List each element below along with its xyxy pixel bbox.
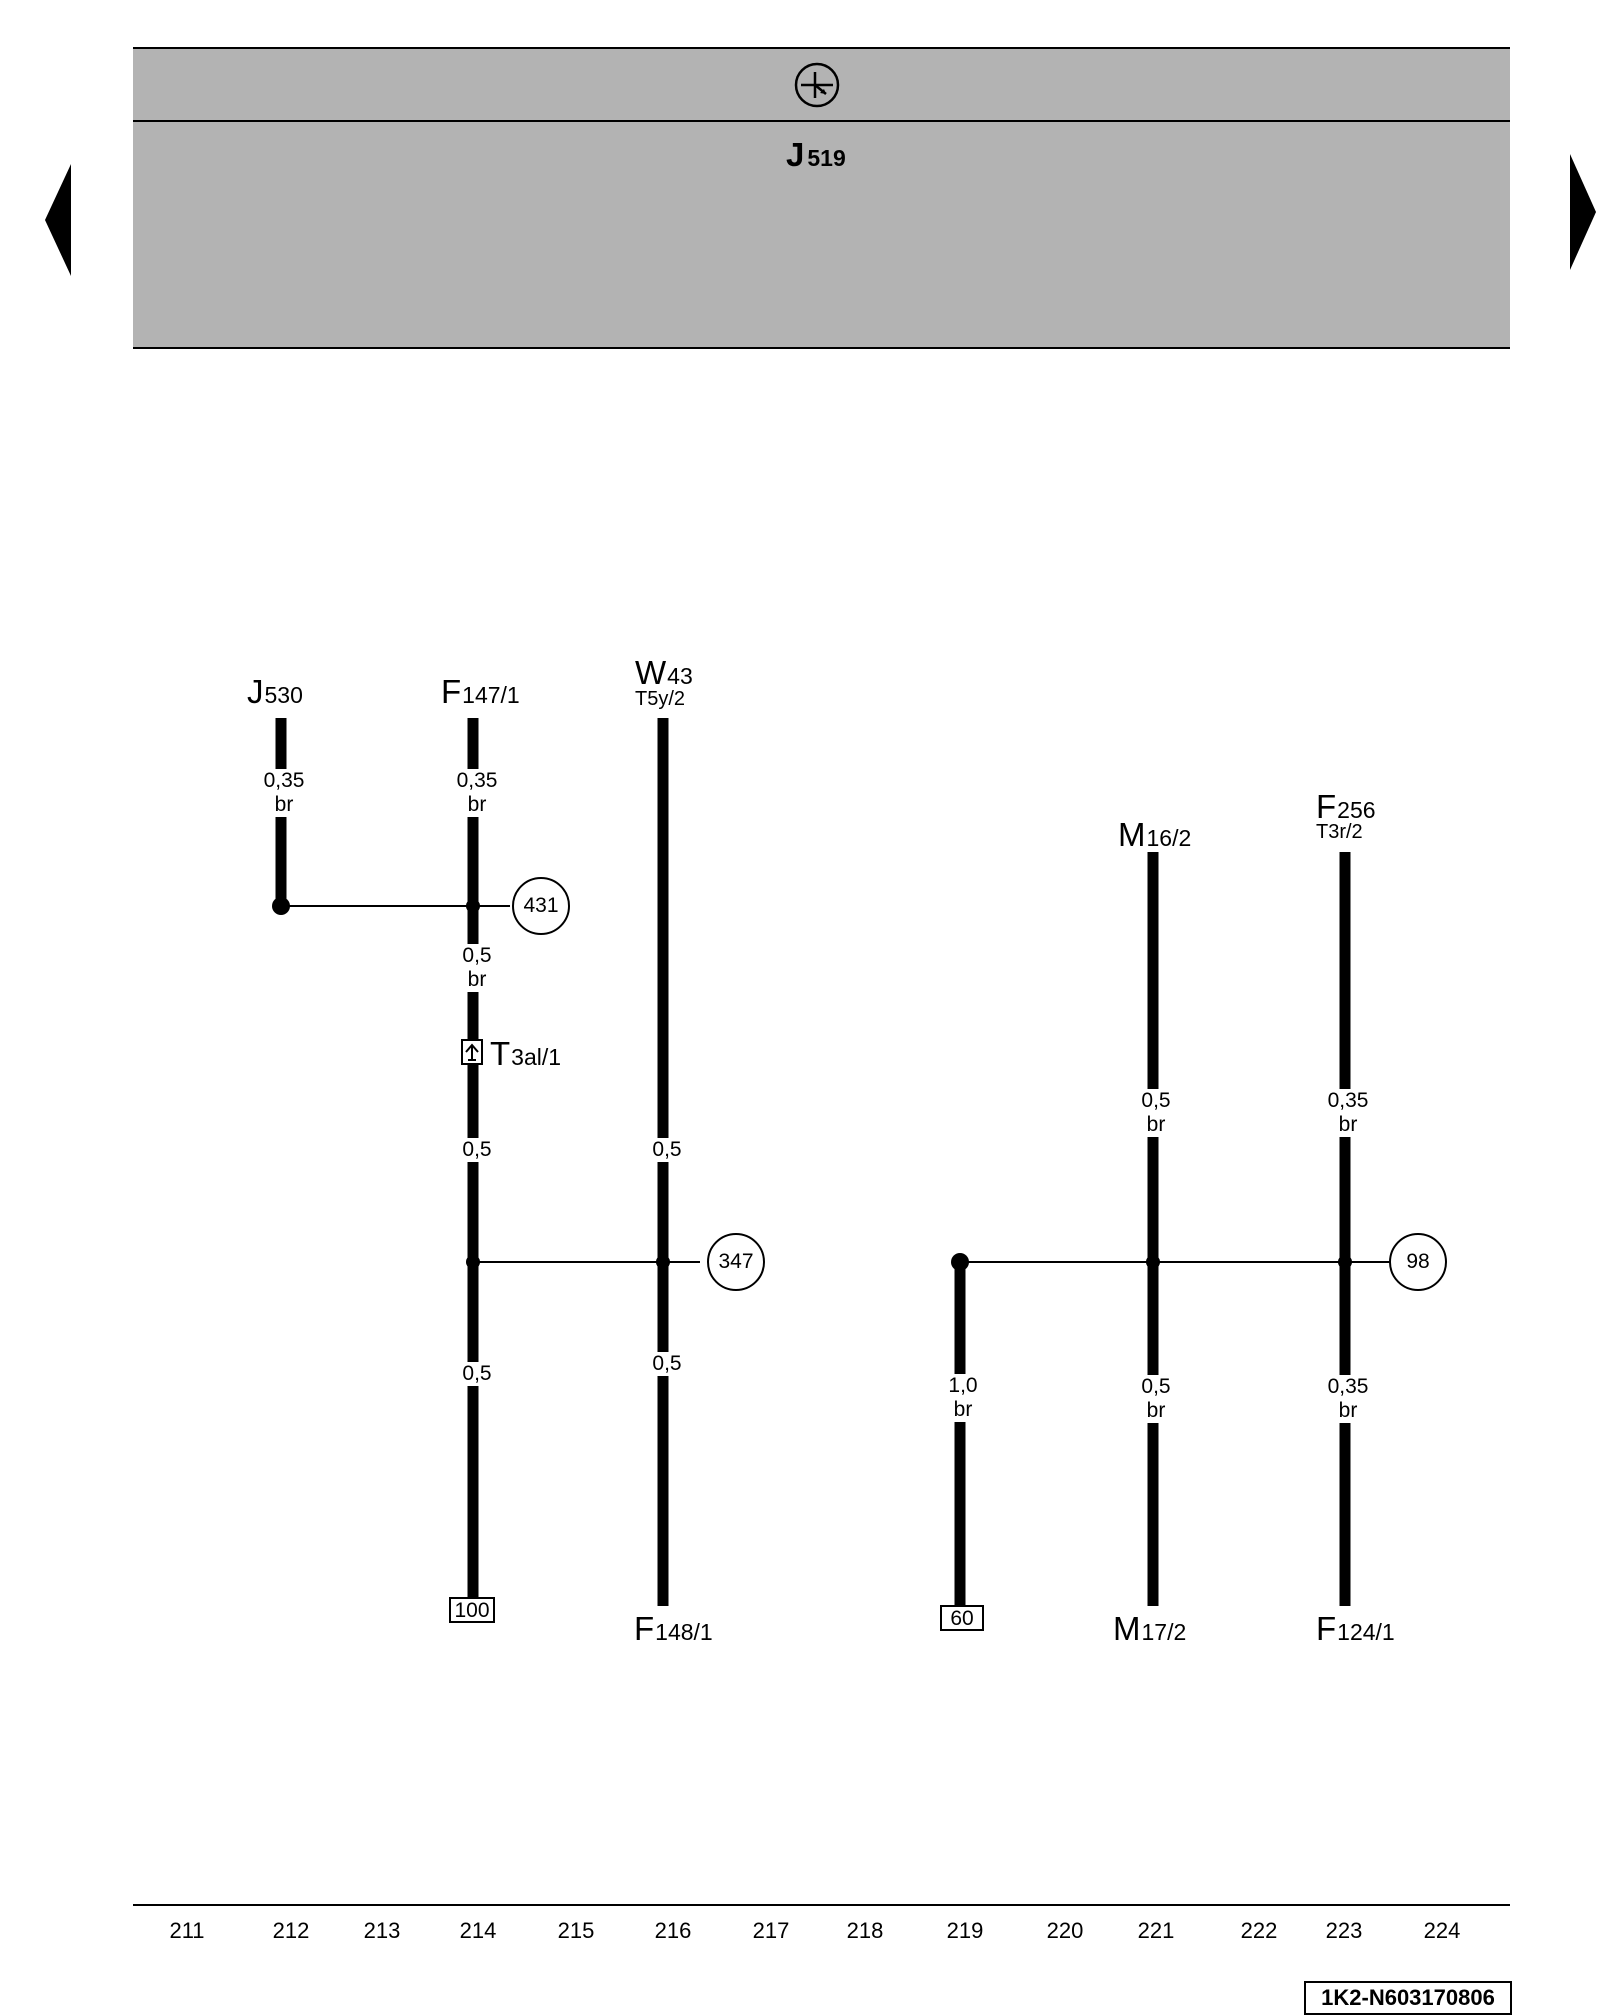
junction-dot (1338, 1255, 1352, 1269)
control-unit-band (133, 47, 1510, 349)
pin-label-f256: T3r/2 (1316, 821, 1363, 843)
ground-point-100[interactable]: 100 (449, 1597, 495, 1623)
wire-label: 0,5 (637, 1352, 697, 1376)
connection-number: 347 (718, 1250, 754, 1273)
connector-t3al: T3al/1 (490, 1035, 562, 1072)
pin-label-w43: T5y/2 (635, 688, 686, 710)
connection-number: 431 (523, 894, 559, 917)
junction-dot (466, 1255, 480, 1269)
track-number: 213 (363, 1918, 401, 1943)
wire-label: 0,35 br (447, 769, 507, 817)
track-number: 218 (846, 1918, 884, 1943)
wire-label: 0,5 br (447, 944, 507, 992)
component-f124: F124/1 (1316, 1610, 1395, 1647)
track-number: 223 (1325, 1918, 1363, 1943)
wire-label: 0,5 (637, 1138, 697, 1162)
ground-point-60[interactable]: 60 (940, 1605, 984, 1631)
wire-label: 0,5 (447, 1362, 507, 1386)
connection-number: 98 (1406, 1250, 1430, 1273)
junction-dot (272, 897, 290, 915)
wire-label: 0,5 (447, 1138, 507, 1162)
ecu-circle-icon (794, 62, 840, 108)
connection-ref-98[interactable]: 98 (1389, 1233, 1447, 1291)
junction-dot (951, 1253, 969, 1271)
wire-label: 0,5 br (1126, 1375, 1186, 1423)
track-number: 214 (459, 1918, 497, 1943)
track-number: 216 (654, 1918, 692, 1943)
wire-label: 0,35 br (1318, 1089, 1378, 1137)
junction-dot (466, 899, 480, 913)
next-page-arrow-icon[interactable] (1570, 154, 1596, 270)
wire-label: 0,5 br (1126, 1089, 1186, 1137)
component-m17: M17/2 (1113, 1610, 1187, 1647)
component-w43: W43 (635, 654, 693, 691)
wire-label: 1,0 br (933, 1374, 993, 1422)
connection-ref-431[interactable]: 431 (512, 877, 570, 935)
component-m16: M16/2 (1118, 816, 1192, 853)
component-f147: F147/1 (441, 673, 520, 710)
track-number: 215 (557, 1918, 595, 1943)
previous-page-arrow-icon[interactable] (45, 164, 71, 276)
track-number: 217 (752, 1918, 790, 1943)
track-number: 222 (1240, 1918, 1278, 1943)
track-number: 220 (1046, 1918, 1084, 1943)
component-j530: J530 (247, 673, 303, 710)
junction-dot (656, 1255, 670, 1269)
track-number: 211 (169, 1918, 205, 1943)
junction-dot (1146, 1255, 1160, 1269)
header-divider (133, 120, 1510, 122)
wire-label: 0,35 br (254, 769, 314, 817)
track-number: 212 (272, 1918, 310, 1943)
track-number: 221 (1137, 1918, 1175, 1943)
wire-label: 0,35 br (1318, 1375, 1378, 1423)
track-number: 224 (1423, 1918, 1461, 1943)
component-f256: F256 (1316, 788, 1376, 825)
document-id: 1K2-N603170806 (1304, 1981, 1512, 2015)
track-number: 219 (946, 1918, 984, 1943)
component-f148: F148/1 (634, 1610, 713, 1647)
connector-icon (461, 1039, 483, 1065)
footer-divider (133, 1904, 1510, 1906)
connection-ref-347[interactable]: 347 (707, 1233, 765, 1291)
